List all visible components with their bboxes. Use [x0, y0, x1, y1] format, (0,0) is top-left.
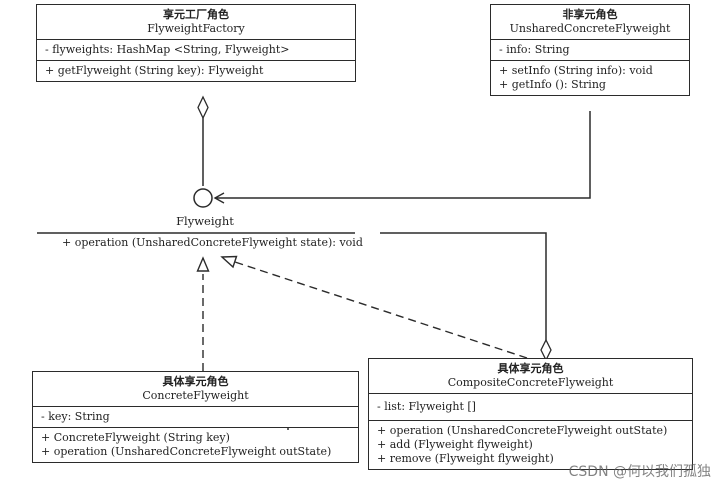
class-attributes: - list: Flyweight [] — [369, 394, 692, 421]
class-header: 具体享元角色 ConcreteFlyweight — [33, 372, 358, 407]
flyweight-operation: + operation (UnsharedConcreteFlyweight s… — [62, 236, 363, 249]
class-header: 享元工厂角色 FlyweightFactory — [37, 5, 355, 40]
class-role-label: 具体享元角色 — [497, 362, 564, 375]
class-name: FlyweightFactory — [147, 22, 245, 35]
composite-aggregation-diamond — [540, 338, 552, 362]
class-name: CompositeConcreteFlyweight — [447, 376, 614, 389]
flyweight-factory-class: 享元工厂角色 FlyweightFactory - flyweights: Ha… — [36, 4, 356, 82]
factory-aggregation-diamond — [197, 95, 209, 120]
composite-concrete-flyweight-class: 具体享元角色 CompositeConcreteFlyweight - list… — [368, 358, 693, 470]
composite-aggregation-line — [380, 232, 547, 340]
method-line: + add (Flyweight flyweight) — [377, 438, 533, 451]
concrete-realization-arrowhead — [196, 256, 210, 272]
method-line: + getFlyweight (String key): Flyweight — [45, 64, 264, 77]
attribute-line: - list: Flyweight [] — [377, 400, 476, 413]
unshared-dependency-line — [213, 111, 591, 204]
class-name: UnsharedConcreteFlyweight — [509, 22, 671, 35]
method-line: + operation (UnsharedConcreteFlyweight o… — [41, 445, 332, 458]
method-line: + ConcreteFlyweight (String key) — [41, 431, 230, 444]
watermark: CSDN @何以我们孤独 — [568, 464, 711, 480]
class-methods: + setInfo (String info): void + getInfo … — [491, 61, 689, 95]
flyweight-interface-circle — [193, 188, 213, 208]
concrete-flyweight-class: 具体享元角色 ConcreteFlyweight - key: String +… — [32, 371, 359, 463]
class-attributes: - flyweights: HashMap <String, Flyweight… — [37, 40, 355, 61]
class-attributes: - info: String — [491, 40, 689, 61]
class-role-label: 具体享元角色 — [162, 375, 229, 388]
class-methods: + operation (UnsharedConcreteFlyweight o… — [369, 421, 692, 469]
class-attributes: - key: String — [33, 407, 358, 428]
class-methods: + ConcreteFlyweight (String key) + opera… — [33, 428, 358, 462]
attribute-line: - info: String — [499, 43, 570, 56]
class-name: ConcreteFlyweight — [142, 389, 249, 402]
class-role-label: 享元工厂角色 — [163, 8, 229, 21]
class-role-label: 非享元角色 — [562, 8, 618, 21]
class-methods: + getFlyweight (String key): Flyweight — [37, 61, 355, 81]
composite-realization-line — [234, 261, 528, 359]
method-line: + operation (UnsharedConcreteFlyweight o… — [377, 424, 668, 437]
attribute-line: - key: String — [41, 410, 110, 423]
class-header: 具体享元角色 CompositeConcreteFlyweight — [369, 359, 692, 394]
method-line: + remove (Flyweight flyweight) — [377, 452, 554, 465]
attribute-line: - flyweights: HashMap <String, Flyweight… — [45, 43, 290, 56]
class-header: 非享元角色 UnsharedConcreteFlyweight — [491, 5, 689, 40]
flyweight-interface-name: Flyweight — [176, 214, 234, 228]
stray-dot — [287, 428, 289, 430]
composite-realization-arrowhead — [220, 255, 238, 269]
method-line: + getInfo (): String — [499, 78, 606, 91]
method-line: + setInfo (String info): void — [499, 64, 653, 77]
unshared-concrete-flyweight-class: 非享元角色 UnsharedConcreteFlyweight - info: … — [490, 4, 690, 96]
